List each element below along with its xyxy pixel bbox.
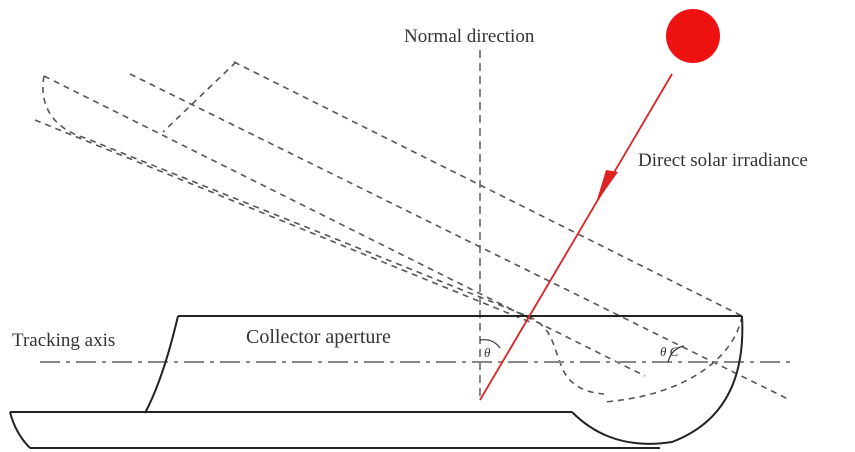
theta-c-arc [667, 345, 685, 363]
collector-body [9, 315, 744, 449]
solar-ray-arrowhead [596, 170, 618, 203]
solar-ray-line [479, 73, 673, 401]
direct-solar-irradiance-label: Direct solar irradiance [638, 150, 808, 171]
theta-c-label: θ C [660, 344, 679, 359]
normal-direction-label: Normal direction [404, 26, 535, 47]
theta-arc [479, 339, 501, 349]
tracking-axis-label: Tracking axis [12, 330, 116, 351]
tilted-collector-outline [34, 61, 791, 403]
collector-aperture-label: Collector aperture [246, 326, 391, 348]
sun-icon [666, 9, 720, 63]
theta-label: θ [484, 345, 491, 360]
